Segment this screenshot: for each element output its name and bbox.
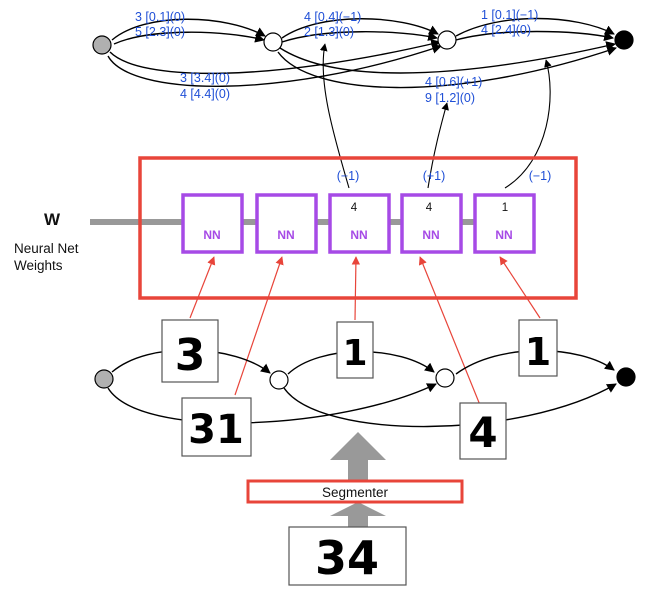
segment-glyph: 31 [188,407,244,453]
edge-label: 1 [0.1](−1) [481,8,538,22]
edge-1-end [455,17,615,37]
edge-3-top [111,18,266,41]
input-arrow [351,256,361,321]
segment-glyph: 1 [342,333,367,374]
edge-label: 4 [2.4](0) [481,23,531,37]
seg-edge [283,383,617,428]
edge-label: 3 [0.1](0) [135,10,185,24]
input-arrow [189,256,216,319]
input-arrow [418,256,481,406]
start-node [94,369,114,389]
edge-label: 3 [3.4](0) [180,71,230,85]
input-arrow [499,256,541,319]
nn-unit: 4 NN [328,193,391,254]
edge-4-bottom [107,44,442,87]
segment-image: 1 [336,321,374,379]
output-arrow [504,59,552,189]
end-node [616,367,636,387]
segment-image: 3 [161,319,219,383]
nn-unit: NN [181,193,244,254]
weights-caption: Weights [14,258,63,273]
input-field-image: 34 [288,526,407,586]
edge-2-mid [281,31,438,43]
edge-31-top [109,39,441,75]
nn-unit-top-value: 4 [426,202,433,214]
edge-label: 5 [2.3](0) [135,25,185,39]
output-arrow [319,43,350,189]
seg-edge [107,383,437,424]
nn-output-arrows [319,43,552,189]
segment-glyph: 1 [525,330,551,374]
flow-arrows [330,432,386,532]
weights-symbol: W [44,210,61,229]
nn-unit: 1 NN [473,193,536,254]
nn-unit-top-value: 1 [502,202,508,214]
segmenter-box: Segmenter [246,479,464,504]
neural-net-box [138,156,578,300]
edge-4-plus1 [279,41,616,74]
segment-glyph: 4 [468,408,497,457]
edge-4-mid [281,18,439,39]
state-node [437,30,457,50]
nn-unit: NN [255,193,318,254]
flow-arrow-up [330,432,386,480]
nn-unit-label: NN [422,228,439,242]
nn-units: NN NN 4 NN 4 NN 1 NN (−1) (+1) (−1) [181,169,552,254]
start-node [92,35,112,55]
segment-image: 1 [518,319,558,377]
nn-unit: 4 NN [400,193,463,254]
segment-image: 31 [181,397,252,457]
input-glyphs: 34 [315,531,379,585]
segment-image: 4 [459,402,507,460]
flow-arrow-up [330,502,386,532]
state-node [269,370,289,390]
segment-input-arrows [189,256,541,406]
state-node [435,368,455,388]
output-arrow [427,102,449,189]
edge-5-top [113,31,265,45]
edge-label: 4 [0.6](+1) [425,75,482,89]
nn-signal: (+1) [423,169,446,183]
nn-unit-label: NN [350,228,367,242]
end-node [614,30,634,50]
nn-unit-label: NN [495,228,512,242]
state-node [263,32,283,52]
segmenter-label: Segmenter [322,485,389,500]
edge-label: 2 [1.3](0) [304,25,354,39]
edge-label: 9 [1.2](0) [425,91,475,105]
edge-label: 4 [4.4](0) [180,87,230,101]
edge-4-end [455,30,614,41]
interpretation-graph: 3 [0.1](0) 5 [2.3](0) 4 [0.4](−1) 2 [1.3… [92,8,634,105]
nn-signal: (−1) [529,169,552,183]
input-arrow [234,256,284,396]
segment-glyph: 3 [175,330,206,381]
nn-unit-label: NN [277,228,294,242]
nn-unit-label: NN [203,228,220,242]
weights-label: W Neural Net Weights [14,210,79,273]
segmentation-graph: 3 1 1 31 4 [94,319,636,460]
nn-unit-top-value: 4 [351,202,358,214]
nn-signal: (−1) [337,169,360,183]
edge-label: 4 [0.4](−1) [304,10,361,24]
weights-caption: Neural Net [14,241,79,256]
